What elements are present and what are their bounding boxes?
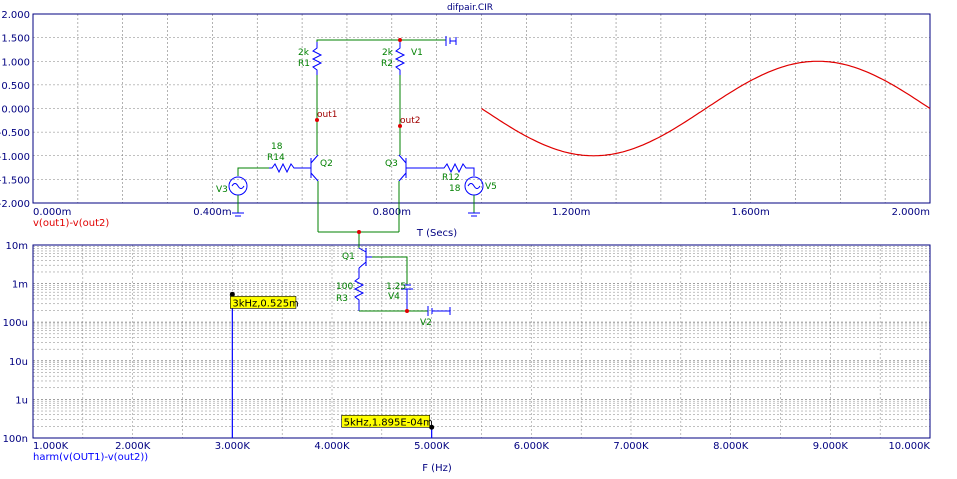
- time-plot-y-ticks: 2.000 1.500 1.000 0.500 0.000 -0.500 -1.000 -1.…: [0, 10, 30, 210]
- label-out1: out1: [317, 110, 337, 120]
- label-r12-value: 18: [449, 184, 461, 194]
- harmonic-point[interactable]: [229, 291, 235, 297]
- y-tick-label: 1.500: [1, 34, 30, 45]
- label-v5: V5: [485, 182, 497, 192]
- harmonic-point[interactable]: [429, 424, 435, 430]
- resistor-r2[interactable]: [394, 40, 406, 75]
- cursor-label-text: 5kHz,1.895E-04m: [344, 417, 433, 428]
- x-tick-label: 9.000K: [813, 441, 849, 452]
- source-v5[interactable]: [464, 176, 484, 196]
- x-tick-label: 6.000K: [514, 441, 550, 452]
- y-tick-label: 1m: [12, 280, 28, 291]
- time-axis-label: T (Secs): [416, 228, 457, 239]
- y-tick-label: -1.000: [0, 152, 30, 163]
- label-q3: Q3: [385, 159, 398, 169]
- schematic[interactable]: [228, 36, 484, 316]
- label-r14-value: 18: [271, 142, 283, 152]
- y-tick-label: 100n: [3, 434, 28, 445]
- freq-plot-grid: [32, 245, 931, 439]
- freq-plot-frame: [32, 244, 931, 439]
- schematic-labels: 2k R1 2k R2 V1 out1 out2 18 R14 Q2 Q3 R1…: [216, 48, 497, 328]
- x-tick-label: 0.800m: [373, 207, 411, 218]
- y-tick-label: 10u: [9, 357, 28, 368]
- y-tick-label: -2.000: [0, 199, 30, 210]
- y-tick-label: -0.500: [0, 128, 30, 139]
- schematic-nodes: [315, 38, 409, 313]
- freq-plot-x-ticks: 1.000K 2.000K 3.000K 4.000K 5.000K 6.000K 7.00…: [33, 441, 930, 452]
- label-r1: R1: [298, 59, 310, 69]
- resistor-r1[interactable]: [311, 42, 323, 75]
- y-tick-label: 1.000: [1, 57, 30, 68]
- label-r2: R2: [381, 59, 393, 69]
- cursor-labels[interactable]: 3kHz,0.525m 5kHz,1.895E-04m: [230, 296, 433, 428]
- label-v4-value: 1.25: [386, 282, 406, 292]
- cursor-label-box[interactable]: [230, 296, 297, 309]
- label-out2: out2: [400, 116, 420, 126]
- transistor-q1[interactable]: [358, 247, 372, 269]
- label-v1: V1: [411, 48, 423, 58]
- x-tick-label: 5.000K: [414, 441, 450, 452]
- battery-v1[interactable]: [445, 36, 457, 46]
- harmonic-bars[interactable]: [229, 291, 435, 438]
- label-r1-value: 2k: [298, 48, 310, 58]
- y-tick-label: 1u: [15, 395, 28, 406]
- transistor-q3[interactable]: [398, 154, 412, 182]
- freq-trace-expression[interactable]: harm(v(OUT1)-v(out2)): [33, 452, 148, 463]
- label-r12: R12: [442, 173, 460, 183]
- resistor-r12[interactable]: [412, 162, 475, 176]
- y-tick-label: 10m: [6, 241, 28, 252]
- time-trace-line[interactable]: [481, 60, 931, 157]
- y-tick-label: -1.500: [0, 175, 30, 186]
- x-tick-label: 3.000K: [215, 441, 251, 452]
- x-tick-label: 0.000m: [33, 207, 71, 218]
- cursor-label-box[interactable]: [341, 414, 430, 428]
- x-tick-label: 8.000K: [713, 441, 749, 452]
- battery-v4[interactable]: [401, 284, 413, 311]
- label-q2: Q2: [320, 159, 333, 169]
- transistor-q2[interactable]: [305, 154, 319, 182]
- wire-top-rail: [316, 39, 400, 42]
- x-tick-label: 1.600m: [731, 207, 769, 218]
- x-tick-label: 7.000K: [613, 441, 649, 452]
- x-tick-label: 1.000K: [33, 441, 69, 452]
- label-r14: R14: [267, 153, 285, 163]
- x-tick-label: 10.000K: [888, 441, 930, 452]
- y-tick-label: 100u: [3, 318, 28, 329]
- cursor-label-text: 3kHz,0.525m: [232, 298, 298, 309]
- circuit-title: difpair.CIR: [447, 3, 493, 13]
- x-tick-label: 1.200m: [552, 207, 590, 218]
- label-r3: R3: [336, 294, 348, 304]
- x-tick-label: 2.000m: [892, 207, 930, 218]
- y-tick-label: 2.000: [1, 10, 30, 21]
- source-v3[interactable]: [228, 176, 248, 196]
- label-v2: V2: [420, 318, 432, 328]
- freq-axis-label: F (Hz): [422, 463, 452, 474]
- ground-v5: [468, 212, 480, 217]
- x-tick-label: 2.000K: [115, 441, 151, 452]
- label-q1: Q1: [342, 252, 355, 262]
- label-r3-value: 100: [336, 282, 353, 292]
- time-trace-expression[interactable]: v(out1)-v(out2): [33, 218, 109, 229]
- resistor-r3[interactable]: [353, 268, 365, 311]
- label-v3: V3: [216, 185, 228, 195]
- label-v4: V4: [388, 292, 400, 302]
- freq-plot-y-ticks: 10m 1m 100u 10u 1u 100n: [3, 241, 28, 445]
- time-plot-x-ticks: 0.000m 0.400m 0.800m 1.200m 1.600m 2.000m: [33, 207, 930, 218]
- wire-q1-base: [372, 256, 408, 285]
- x-tick-label: 4.000K: [314, 441, 350, 452]
- y-tick-label: 0.000: [1, 105, 30, 116]
- ground-v3: [232, 212, 244, 217]
- y-tick-label: 0.500: [1, 81, 30, 92]
- x-tick-label: 0.400m: [193, 207, 231, 218]
- label-r2-value: 2k: [382, 48, 394, 58]
- battery-v2[interactable]: [427, 306, 451, 316]
- wire-v3: [237, 167, 269, 176]
- resistor-r14[interactable]: [269, 162, 305, 174]
